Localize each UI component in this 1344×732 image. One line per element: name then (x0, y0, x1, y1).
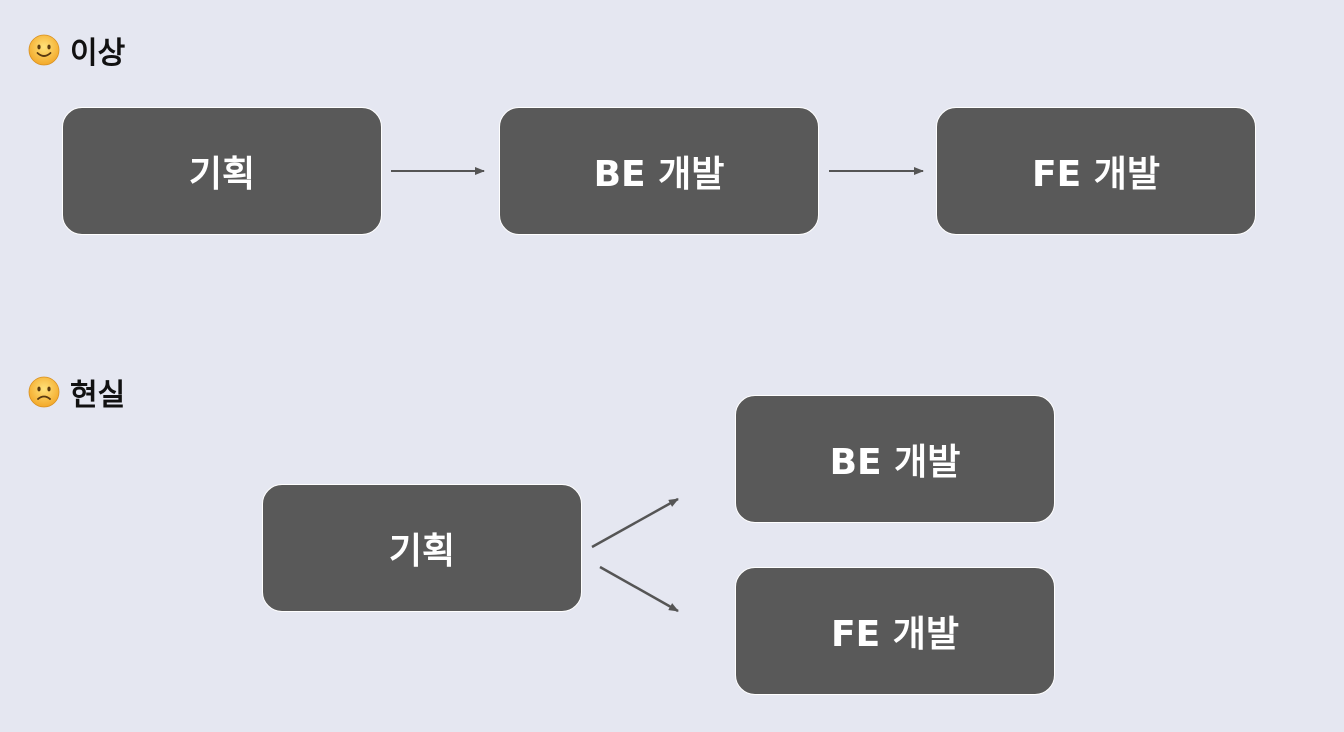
ideal-section-title: 이상 (28, 28, 125, 72)
ideal-title-text: 이상 (70, 36, 126, 71)
reality-title-text: 현실 (70, 378, 126, 413)
reality-planning-box: 기획 (262, 484, 582, 612)
reality-section-title: 현실 (28, 370, 125, 414)
reality-arrow-planning-to-fe (599, 565, 679, 613)
reality-fe-dev-box: FE 개발 (735, 567, 1055, 695)
ideal-planning-box: 기획 (62, 107, 382, 235)
reality-be-dev-label: BE 개발 (829, 442, 961, 483)
ideal-fe-dev-label: FE 개발 (1032, 154, 1160, 195)
reality-planning-label: 기획 (388, 531, 456, 572)
slightly-frowning-face-icon (28, 376, 60, 408)
ideal-fe-dev-box: FE 개발 (936, 107, 1256, 235)
ideal-planning-label: 기획 (188, 154, 256, 195)
ideal-be-dev-box: BE 개발 (499, 107, 819, 235)
ideal-be-dev-label: BE 개발 (593, 154, 725, 195)
reality-arrow-planning-to-be (591, 497, 679, 549)
reality-be-dev-box: BE 개발 (735, 395, 1055, 523)
slightly-smiling-face-icon (28, 34, 60, 66)
reality-fe-dev-label: FE 개발 (831, 614, 959, 655)
